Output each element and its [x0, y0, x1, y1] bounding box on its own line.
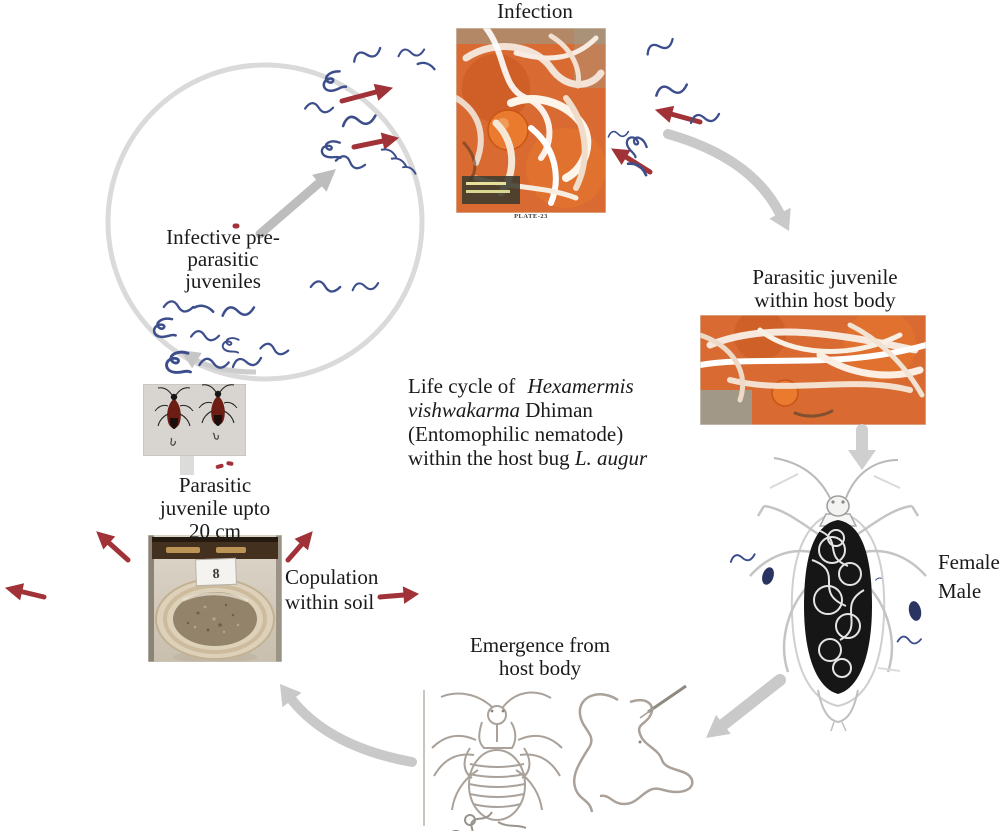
- worm-icon: [322, 70, 348, 92]
- worm-icon: [646, 37, 674, 56]
- infective-juveniles-label: Infective pre- parasitic juveniles: [166, 225, 280, 293]
- parasitic-upto-label: Parasitic juvenile upto 20 cm: [159, 473, 271, 543]
- worm-icon: [152, 317, 177, 339]
- parasitic-within-label: Parasitic juvenile within host body: [752, 265, 898, 312]
- worm-icon: [162, 300, 195, 313]
- worm-icon: [165, 350, 192, 374]
- worm-icon: [390, 157, 408, 168]
- sex-labels: Female Male: [938, 548, 1006, 606]
- bug-right: [198, 384, 238, 440]
- worm-icon: [341, 114, 377, 128]
- svg-text:8: 8: [212, 567, 220, 582]
- infection-photo-caption: PLATE-23: [514, 213, 548, 220]
- female-label: Female: [938, 550, 1000, 574]
- cycle-circle-arrow: [105, 62, 425, 382]
- worm-icon: [259, 342, 290, 356]
- worm-icon: [402, 166, 417, 175]
- infected-bug-drawing: [749, 457, 927, 732]
- nymph-sketch: [431, 691, 563, 831]
- parasitic-photo-art: [700, 315, 926, 425]
- worm-icon: [896, 635, 922, 645]
- bug-left: [154, 387, 194, 446]
- red-arrow-4: [611, 148, 653, 175]
- red-arrow-1: [339, 83, 394, 104]
- host-bugs-photo-art: [143, 384, 246, 456]
- worm-icon: [303, 102, 335, 114]
- nematode-coils: [811, 529, 865, 678]
- worm-icon: [221, 337, 240, 354]
- worm-icon: [309, 280, 342, 293]
- worm-icon: [655, 83, 689, 97]
- worm-icon: [198, 357, 230, 369]
- worm-icon: [416, 61, 436, 71]
- worm-icon: [351, 282, 380, 292]
- infection-photo: [456, 28, 606, 213]
- worm-icon: [353, 46, 382, 63]
- worm-icon: [192, 304, 215, 313]
- copulation-label: Copulation within soil: [285, 565, 379, 614]
- arrow-bug-to-emergence: [706, 674, 786, 738]
- soil-dish-photo: 8: [148, 535, 282, 662]
- red-arrow-7: [96, 531, 131, 563]
- worm-icon: [221, 306, 256, 317]
- soil-dish-photo-art: 8: [148, 535, 282, 662]
- worm-icon: [320, 140, 342, 160]
- worm-icon: [231, 356, 263, 369]
- worm-icon: [689, 112, 721, 125]
- photo-connector: [180, 453, 194, 475]
- red-arrow-2: [351, 132, 400, 150]
- infection-label: Infection: [497, 0, 573, 23]
- worm-icon: [189, 330, 221, 342]
- red-arrow-5: [285, 531, 313, 563]
- male-label: Male: [938, 579, 982, 603]
- parasitic-juvenile-photo: [700, 315, 926, 425]
- worm-blobs: [762, 567, 922, 621]
- arrow-photo-to-bug: [848, 424, 876, 470]
- worm-icon: [729, 553, 756, 563]
- worm-icon: [334, 155, 367, 170]
- emergence-label: Emergence from host body: [469, 633, 611, 680]
- worm-icon: [626, 162, 648, 177]
- arrow-infection-to-host: [663, 129, 791, 231]
- arrow-emergence-to-soil: [280, 684, 417, 767]
- host-bugs-photo: [143, 384, 246, 456]
- host-remnant-sketch: [573, 684, 694, 813]
- red-arrow-8: [4, 583, 47, 601]
- dish-label: 8: [195, 557, 237, 587]
- worm-icon: [397, 48, 426, 58]
- worm-icon: [625, 136, 648, 159]
- worm-icon: [380, 148, 398, 159]
- infection-photo-art: [456, 28, 606, 213]
- worm-icon: [875, 577, 883, 581]
- diagram-title: Life cycle of Hexamermis vishwakarma Dhi…: [408, 374, 648, 470]
- emergence-drawing: [423, 684, 694, 831]
- red-arrow-3: [654, 105, 703, 125]
- worm-icon: [607, 130, 630, 138]
